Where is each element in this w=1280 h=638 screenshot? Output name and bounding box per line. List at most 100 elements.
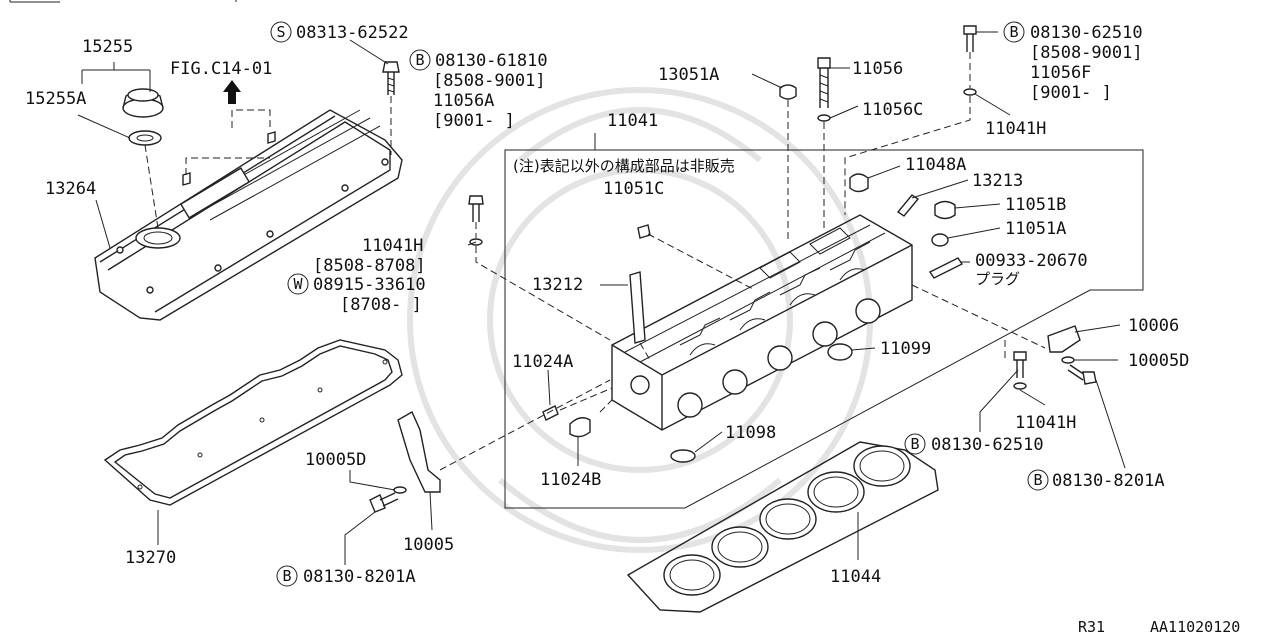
bracket-10005 bbox=[397, 411, 441, 493]
dash-fig bbox=[231, 109, 271, 128]
label-range-9001-b: [9001- ] bbox=[1030, 83, 1112, 103]
oil-filler-cap bbox=[122, 88, 164, 118]
label-08130-62510-top: 08130-62510 bbox=[1030, 23, 1143, 43]
dash-13212 bbox=[639, 342, 651, 361]
valve-cover bbox=[94, 109, 403, 321]
label-13051a: 13051A bbox=[658, 65, 719, 85]
leader-8201a-r bbox=[1095, 379, 1126, 469]
marker-w-letter: W bbox=[293, 275, 303, 293]
label-range-8708: [8708- ] bbox=[340, 295, 422, 315]
leader-11041h-c bbox=[1019, 389, 1046, 406]
label-10006: 10006 bbox=[1128, 316, 1179, 336]
dash-11051c bbox=[647, 233, 756, 291]
label-11024b: 11024B bbox=[540, 470, 601, 490]
leader-11056c bbox=[829, 105, 859, 119]
part-11099 bbox=[827, 343, 853, 361]
bolt-08130-62510-bot bbox=[1013, 351, 1027, 390]
label-13213: 13213 bbox=[972, 171, 1023, 191]
leader-11098 bbox=[694, 431, 723, 453]
bracket-10006 bbox=[1047, 325, 1081, 353]
marker-b-icon bbox=[1003, 21, 1025, 43]
marker-b-letter: B bbox=[415, 51, 424, 69]
label-11056a: 11056A bbox=[433, 91, 494, 111]
leader-13213 bbox=[911, 179, 969, 199]
stud-11056 bbox=[817, 57, 831, 122]
leader-11048a bbox=[867, 165, 901, 179]
cap-seal bbox=[128, 130, 162, 146]
marker-s-letter: S bbox=[276, 23, 285, 41]
label-11051c: 11051C bbox=[603, 179, 664, 199]
leader-8201a-l bbox=[344, 511, 376, 565]
leader-10005 bbox=[429, 491, 433, 531]
leader-11041h-b bbox=[974, 93, 1011, 116]
bolt-08130-8201a-r bbox=[1067, 364, 1097, 385]
label-range-8508-8708: [8508-8708] bbox=[313, 256, 426, 276]
label-11056c: 11056C bbox=[862, 100, 923, 120]
dash-fig-2 bbox=[185, 157, 270, 175]
label-10005: 10005 bbox=[403, 535, 454, 555]
label-15255a: 15255A bbox=[25, 89, 86, 109]
label-r31: R31 bbox=[1078, 618, 1105, 636]
dash-dowels bbox=[559, 387, 613, 413]
label-13270: 13270 bbox=[125, 548, 176, 568]
marker-b-letter: B bbox=[1009, 23, 1018, 41]
dash-61810-2 bbox=[475, 246, 611, 341]
washer-10005d-r bbox=[1061, 356, 1075, 364]
marker-b-icon bbox=[276, 565, 298, 587]
label-range-8508-9001-a: [8508-9001] bbox=[433, 71, 546, 91]
part-11051c bbox=[637, 224, 651, 239]
cylinder-head bbox=[611, 214, 913, 431]
marker-s-icon bbox=[270, 21, 292, 43]
label-08130-8201a-r: 08130-8201A bbox=[1052, 471, 1165, 491]
bolt-08130-62510-top bbox=[963, 25, 977, 96]
label-11098: 11098 bbox=[725, 423, 776, 443]
label-range-9001-a: [9001- ] bbox=[433, 111, 515, 131]
dash-right bbox=[911, 284, 1046, 360]
leader-11041h-a bbox=[467, 241, 477, 246]
leader-13264 bbox=[95, 199, 111, 249]
bolt-08130-8201a-l bbox=[369, 492, 399, 513]
bolt-08130-61810 bbox=[468, 195, 484, 246]
bolt-08313 bbox=[382, 61, 400, 95]
label-11051b: 11051B bbox=[1005, 195, 1066, 215]
leader-11051a bbox=[947, 227, 1001, 239]
label-11056: 11056 bbox=[852, 59, 903, 79]
marker-b-letter: B bbox=[1033, 471, 1042, 489]
leader-08313 bbox=[349, 39, 389, 65]
label-11048a: 11048A bbox=[905, 155, 966, 175]
dowel-11024a bbox=[542, 405, 559, 421]
head-gasket bbox=[626, 441, 939, 613]
part-11024b bbox=[569, 417, 591, 438]
label-08130-62510-bot: 08130-62510 bbox=[931, 435, 1044, 455]
dash-bracket bbox=[439, 379, 611, 471]
label-ref-code: AA11020120 bbox=[1150, 618, 1240, 636]
label-range-8508-9001-b: [8508-9001] bbox=[1030, 43, 1143, 63]
label-08130-8201a-l: 08130-8201A bbox=[303, 567, 416, 587]
label-11041h-a: 11041H bbox=[362, 236, 423, 256]
up-arrow-icon bbox=[223, 80, 241, 104]
part-11048a bbox=[849, 173, 869, 193]
marker-b-icon bbox=[904, 433, 926, 455]
part-13213 bbox=[896, 194, 920, 217]
plug-00933 bbox=[928, 257, 964, 279]
label-11041h-b: 11041H bbox=[985, 119, 1046, 139]
marker-b-letter: B bbox=[910, 435, 919, 453]
label-15255: 15255 bbox=[82, 37, 133, 57]
label-fig-ref: FIG.C14-01 bbox=[170, 59, 272, 79]
marker-b-icon bbox=[409, 49, 431, 71]
label-08313-62522: 08313-62522 bbox=[296, 23, 409, 43]
part-11051a bbox=[931, 233, 949, 247]
label-11056f: 11056F bbox=[1030, 63, 1091, 83]
label-11041h-c: 11041H bbox=[1015, 413, 1076, 433]
dash-cap-cover bbox=[144, 144, 159, 229]
marker-w-icon bbox=[287, 273, 309, 295]
label-11051a: 11051A bbox=[1005, 219, 1066, 239]
dash-62510-top bbox=[844, 52, 971, 215]
leader-62510-bot bbox=[979, 369, 1019, 432]
leader-15255 bbox=[81, 62, 151, 92]
label-11041: 11041 bbox=[607, 111, 658, 131]
leader-13051a bbox=[751, 73, 783, 89]
leader-15255a bbox=[77, 114, 131, 139]
marker-b-letter: B bbox=[282, 567, 291, 585]
assembly-outline bbox=[504, 149, 1144, 509]
